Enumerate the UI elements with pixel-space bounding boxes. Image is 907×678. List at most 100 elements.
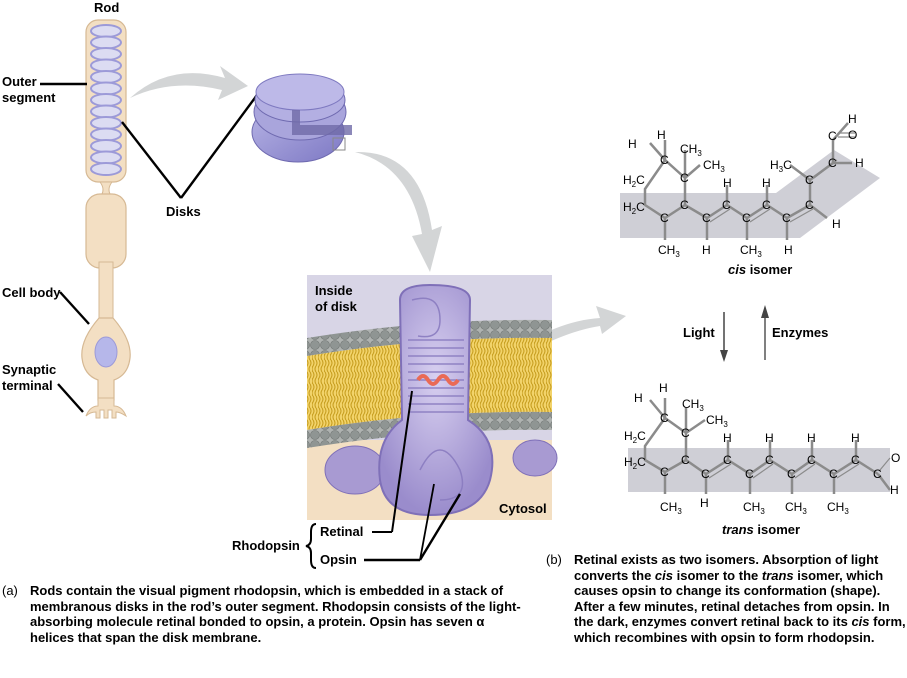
svg-text:C: C — [745, 467, 754, 481]
svg-text:H: H — [723, 176, 732, 190]
rod-disk — [90, 24, 122, 38]
trans-rest: isomer — [753, 522, 801, 537]
rod-disk-stack — [90, 24, 122, 176]
enzymes-arrow-head — [761, 305, 769, 318]
rod-disk — [90, 139, 122, 153]
caption-b-tag: (b) — [546, 552, 562, 567]
svg-text:CH3: CH3 — [785, 500, 807, 516]
svg-text:C: C — [742, 211, 751, 225]
svg-text:C: C — [829, 467, 838, 481]
arrow-disk-to-membrane — [355, 151, 442, 272]
caption-b: (b) Retinal exists as two isomers. Absor… — [546, 552, 907, 645]
rod-disk — [90, 104, 122, 119]
outer-segment-label-line2: segment — [2, 90, 56, 105]
opsin-label: Opsin — [320, 552, 357, 567]
rod-disk — [90, 127, 122, 142]
rod-disk — [90, 162, 122, 176]
svg-text:H: H — [807, 431, 816, 445]
caption-b-part: isomer to the — [673, 567, 762, 583]
svg-text:C: C — [805, 198, 814, 212]
svg-text:CH3: CH3 — [682, 397, 704, 413]
caption-b-part: form, which recombines with opsin to for… — [574, 614, 906, 645]
svg-text:H: H — [700, 496, 709, 510]
inside-of-disk-label: Inside of disk — [315, 283, 357, 315]
cytosol-label: Cytosol — [499, 501, 547, 516]
leader-lines — [40, 82, 258, 413]
svg-text:H2C: H2C — [623, 173, 645, 189]
membrane-panel — [305, 275, 558, 569]
trans-isomer-label: trans isomer — [722, 522, 800, 537]
svg-text:H: H — [634, 391, 643, 405]
svg-text:H: H — [657, 128, 666, 142]
flow-arrows — [130, 66, 626, 386]
svg-text:H: H — [855, 156, 864, 170]
svg-text:C: C — [701, 467, 710, 481]
outer-segment-label-line1: Outer — [2, 74, 37, 89]
svg-text:H: H — [702, 243, 711, 257]
rod-disk — [90, 93, 122, 107]
rod-disk — [90, 81, 122, 96]
svg-text:C: C — [807, 453, 816, 467]
caption-b-part: isomer, which causes opsin to change its… — [574, 567, 890, 630]
svg-text:C: C — [828, 156, 837, 170]
inside-label-line1: Inside — [315, 283, 353, 298]
svg-text:CH3: CH3 — [743, 500, 765, 516]
svg-text:C: C — [828, 129, 837, 143]
svg-text:H: H — [784, 243, 793, 257]
enzymes-label: Enzymes — [772, 325, 829, 340]
svg-text:C: C — [722, 198, 731, 212]
svg-text:H: H — [851, 431, 860, 445]
synaptic-terminal-label-line1: Synaptic — [2, 362, 57, 377]
svg-text:H: H — [890, 483, 899, 497]
cis-italic: cis — [728, 262, 747, 277]
rhodopsin-label: Rhodopsin — [232, 538, 300, 553]
svg-text:C: C — [805, 173, 814, 187]
conversion-arrows — [720, 305, 769, 362]
arrow-rod-to-disk — [130, 66, 248, 100]
cis-rest: isomer — [746, 262, 793, 277]
cell-body-label: Cell body — [2, 285, 61, 300]
svg-text:C: C — [765, 453, 774, 467]
svg-text:O: O — [891, 451, 900, 465]
rhodopsin-protein — [378, 283, 494, 517]
synaptic-terminal — [85, 397, 128, 419]
caption-a: (a) Rods contain the visual pigment rhod… — [2, 583, 522, 645]
svg-text:H: H — [765, 431, 774, 445]
svg-text:C: C — [681, 426, 690, 440]
rod-disk — [90, 58, 122, 73]
caption-a-text: Rods contain the visual pigment rhodopsi… — [30, 583, 521, 645]
svg-text:C: C — [660, 211, 669, 225]
svg-text:H2C: H2C — [624, 455, 646, 471]
arrow-membrane-to-isomers — [474, 306, 626, 386]
svg-text:C: C — [660, 153, 669, 167]
svg-text:C: C — [787, 467, 796, 481]
svg-text:CH3: CH3 — [658, 243, 680, 259]
svg-text:H: H — [659, 381, 668, 395]
svg-text:CH3: CH3 — [703, 158, 725, 174]
disks-label: Disks — [166, 204, 201, 219]
svg-text:O: O — [848, 128, 857, 142]
rod-disk — [90, 150, 122, 165]
svg-text:CH3: CH3 — [740, 243, 762, 259]
svg-text:H: H — [628, 137, 637, 151]
svg-text:C: C — [680, 171, 689, 185]
rod-disk — [90, 70, 122, 84]
rod-disk — [90, 47, 122, 61]
synaptic-terminal-label-line2: terminal — [2, 378, 53, 393]
svg-text:C: C — [681, 453, 690, 467]
svg-text:H: H — [848, 112, 857, 126]
svg-text:H: H — [723, 431, 732, 445]
svg-text:CH3: CH3 — [660, 500, 682, 516]
svg-text:H: H — [762, 176, 771, 190]
rhodopsin-brace — [305, 523, 317, 569]
caption-b-italic: cis — [851, 614, 870, 629]
svg-text:H3C: H3C — [770, 158, 792, 174]
trans-italic: trans — [722, 522, 754, 537]
svg-text:CH3: CH3 — [827, 500, 849, 516]
svg-text:C: C — [660, 411, 669, 425]
nucleus — [94, 336, 118, 368]
svg-text:H2C: H2C — [623, 200, 645, 216]
